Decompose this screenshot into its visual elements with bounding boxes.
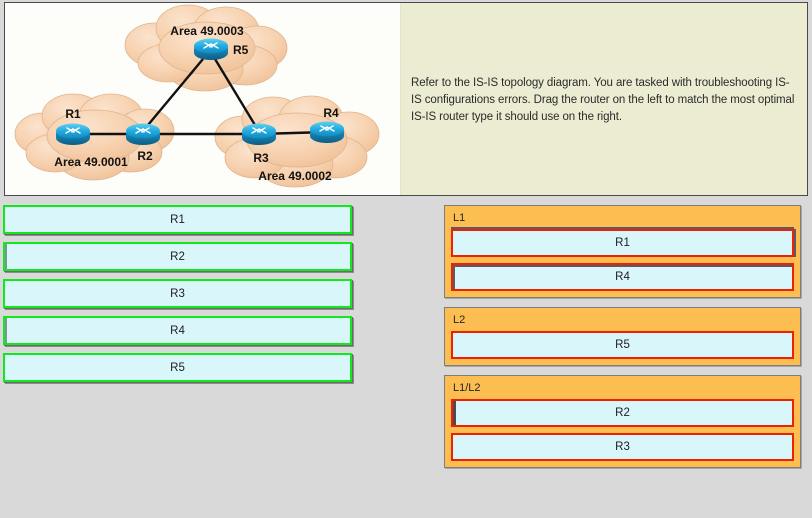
drag-item-label: R5	[170, 361, 185, 374]
router-label-r2: R2	[137, 149, 153, 163]
drop-item-r3[interactable]: R3	[451, 433, 794, 461]
drop-item-label: R4	[615, 271, 630, 283]
drag-item-label: R2	[170, 250, 185, 263]
drag-item-r5[interactable]: R5	[3, 353, 352, 382]
drop-item-r4[interactable]: R4	[451, 263, 794, 291]
link-r3-r4	[258, 130, 328, 136]
router-r4	[310, 121, 344, 143]
drop-item-r2[interactable]: R2	[451, 399, 794, 427]
topology-links	[73, 58, 328, 136]
drop-zone-label-l1-l2: L1/L2	[453, 382, 481, 394]
drop-item-label: R3	[615, 441, 630, 453]
router-r3	[242, 123, 276, 145]
cloud-area-49-0002	[214, 95, 380, 188]
network-topology-diagram: Area 49.0003 Area 49.0001 Area 49.0002 R…	[5, 3, 401, 195]
cloud-label-area-49-0002: Area 49.0002	[258, 169, 332, 183]
drop-target-column: L1 R1 R4 L2 R5 L1/L2 R2 R3	[444, 205, 801, 477]
cloud-area-49-0001	[14, 93, 175, 181]
drag-item-r1[interactable]: R1	[3, 205, 352, 234]
drag-item-r2[interactable]: R2	[3, 242, 352, 271]
topology-svg: Area 49.0003 Area 49.0001 Area 49.0002 R…	[14, 4, 380, 188]
drag-item-label: R4	[170, 324, 185, 337]
drop-item-label: R2	[615, 407, 630, 419]
drop-zone-l2[interactable]: L2 R5	[444, 307, 801, 366]
drop-zone-l1-l2[interactable]: L1/L2 R2 R3	[444, 375, 801, 468]
drop-item-r1[interactable]: R1	[451, 229, 794, 257]
router-r2	[126, 123, 160, 145]
exhibit-panel: Area 49.0003 Area 49.0001 Area 49.0002 R…	[4, 2, 808, 196]
router-label-r3: R3	[253, 151, 269, 165]
cloud-label-area-49-0003: Area 49.0003	[170, 24, 244, 38]
drop-item-label: R1	[615, 237, 630, 249]
drag-item-r3[interactable]: R3	[3, 279, 352, 308]
drop-zone-label-l2: L2	[453, 314, 466, 326]
drop-item-label: R5	[615, 339, 630, 351]
link-r5-r3	[213, 58, 260, 131]
task-description-pane: Refer to the IS-IS topology diagram. You…	[401, 3, 807, 195]
router-label-r1: R1	[65, 107, 81, 121]
drop-item-r5[interactable]: R5	[451, 331, 794, 359]
item-edge-shade	[5, 318, 7, 343]
router-label-r4: R4	[323, 106, 339, 120]
cloud-area-49-0003	[124, 4, 288, 92]
cloud-label-area-49-0001: Area 49.0001	[54, 155, 128, 169]
drag-item-r4[interactable]: R4	[3, 316, 352, 345]
router-r1	[56, 123, 90, 145]
drag-item-label: R1	[170, 213, 185, 226]
router-label-r5: R5	[233, 43, 249, 57]
router-r5	[194, 38, 228, 60]
drop-zone-label-l1: L1	[453, 212, 466, 224]
drop-zone-l1[interactable]: L1 R1 R4	[444, 205, 801, 298]
link-r2-r5	[142, 58, 204, 132]
drag-item-label: R3	[170, 287, 185, 300]
drag-source-column: R1 R2 R3 R4 R5	[3, 205, 352, 390]
item-edge-shade	[5, 244, 7, 269]
task-description-text: Refer to the IS-IS topology diagram. You…	[411, 77, 795, 123]
